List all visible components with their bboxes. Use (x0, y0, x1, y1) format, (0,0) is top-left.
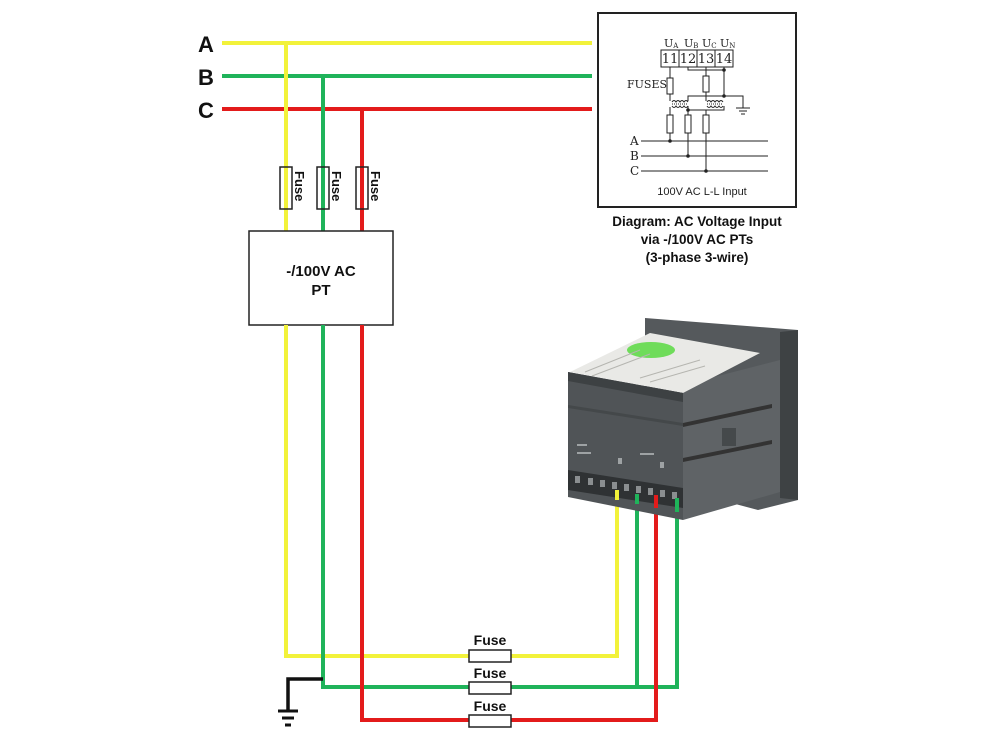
fuse-label: Fuse (474, 698, 507, 714)
inset-schematic: UA UB UC UN 11 12 13 14 FUSES (597, 12, 797, 208)
fuse-symbol (316, 166, 330, 210)
fuse-symbol (468, 714, 512, 728)
inset-ground-icon (736, 104, 750, 115)
pt-label-line1: -/100V AC (286, 263, 356, 280)
fuse-symbol (355, 166, 369, 210)
meter-label-dot (627, 342, 675, 358)
terminal-block: 11 12 13 14 (660, 49, 734, 68)
inset-line-label-c: C (630, 164, 639, 178)
fuse-symbol (468, 649, 512, 663)
inset-caption: 100V AC L-L Input (657, 186, 747, 198)
fuse-symbol (468, 681, 512, 695)
fuse-symbol (279, 166, 293, 210)
terminal-13: 13 (698, 52, 715, 67)
pt-box-border (248, 230, 394, 326)
header-ub: UB (684, 37, 698, 50)
fuse-label: Fuse (474, 665, 507, 681)
inset-line-label-a: A (629, 134, 639, 148)
terminal-11: 11 (662, 52, 679, 67)
header-uc: UC (702, 37, 717, 50)
phase-label-c: C (198, 98, 214, 123)
caption-line1: Diagram: AC Voltage Input (612, 214, 782, 229)
lower-fuse-a: Fuse (468, 632, 512, 663)
caption-line3: (3-phase 3-wire) (646, 250, 749, 265)
lower-fuse-c: Fuse (468, 698, 512, 728)
diagram-caption: Diagram: AC Voltage Input via -/100V AC … (612, 214, 782, 265)
caption-line2: via -/100V AC PTs (641, 232, 754, 247)
upper-fuse-a: Fuse (279, 166, 307, 210)
upper-fuse-b: Fuse (316, 166, 344, 210)
fuse-label: Fuse (368, 171, 383, 201)
pt-box: -/100V AC PT (248, 230, 394, 326)
terminal-14: 14 (716, 52, 733, 67)
terminal-headers: UA UB UC UN (664, 37, 735, 50)
meter-label-plate (570, 333, 760, 393)
fuse-label: Fuse (292, 171, 307, 201)
pt-label-line2: PT (311, 282, 330, 299)
fuse-label: Fuse (474, 632, 507, 648)
ground-icon (278, 677, 323, 727)
junction-dots (668, 68, 726, 173)
upper-fuse-c: Fuse (355, 166, 383, 210)
lower-fuse-b: Fuse (468, 665, 512, 695)
phase-label-a: A (198, 32, 214, 57)
phase-label-b: B (198, 65, 214, 90)
fuse-label: Fuse (329, 171, 344, 201)
inset-circuit (641, 67, 768, 172)
inset-line-label-b: B (630, 149, 639, 163)
terminal-12: 12 (680, 52, 697, 67)
header-un: UN (720, 37, 735, 50)
fuses-label: FUSES (627, 78, 667, 91)
header-ua: UA (664, 37, 679, 50)
power-meter-device (568, 318, 798, 520)
secondary-wire-a (284, 325, 619, 658)
